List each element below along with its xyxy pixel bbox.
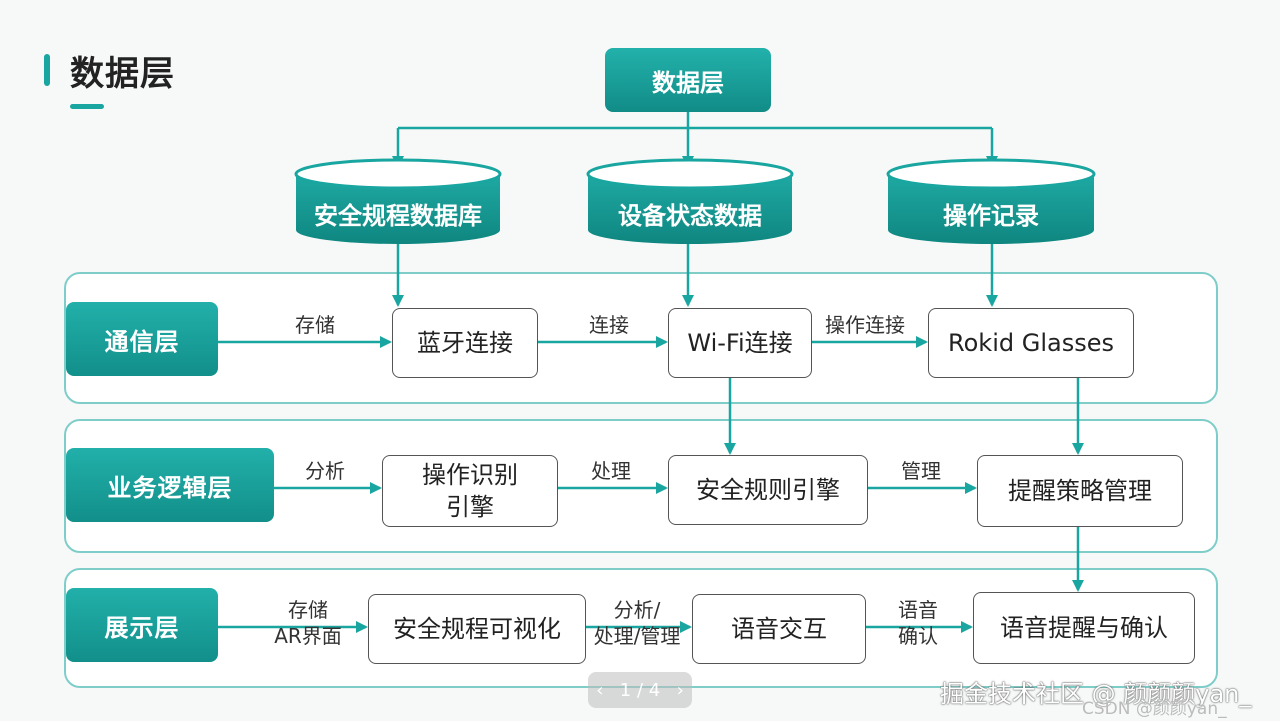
slide-pager: ‹ 1 / 4 › [588,672,692,708]
watermark-juejin: 掘金技术社区 @ 颜颜颜yan_ [940,680,1252,708]
edge-label-display-3: 语音 确认 [898,598,938,648]
node-safety-visualization: 安全规程可视化 [368,594,586,664]
pager-prev-icon[interactable]: ‹ [596,679,604,701]
watermark-csdn: CSDN @颜颜yan_ [1082,699,1227,719]
node-voice-interaction: 语音交互 [692,594,866,664]
page-title: 数据层 [70,54,175,94]
node-voice-reminder-confirm: 语音提醒与确认 [973,592,1195,664]
db-cylinder-1 [294,158,502,244]
pager-counter: 1 / 4 [619,679,661,701]
top-data-layer-node: 数据层 [605,48,771,112]
layer-label-display: 展示层 [66,588,218,662]
node-safety-rules-engine: 安全规则引擎 [668,455,868,525]
title-underline [70,104,104,109]
node-bluetooth: 蓝牙连接 [392,308,538,378]
edge-label-comm-3: 操作连接 [825,313,905,337]
edge-label-display-2: 分析/ 处理/管理 [593,598,681,648]
node-reminder-strategy: 提醒策略管理 [977,455,1183,527]
edge-label-biz-1: 分析 [305,459,345,483]
db-label-safety-rules: 安全规程数据库 [314,202,482,230]
node-operation-recognition: 操作识别 引擎 [382,455,558,527]
edge-label-biz-2: 处理 [591,459,631,483]
layer-label-biz: 业务逻辑层 [66,448,274,522]
db-cylinder-2 [586,158,794,244]
edge-label-comm-1: 存储 [295,313,335,337]
db-cylinder-3 [886,158,1096,244]
edge-label-biz-3: 管理 [901,459,941,483]
pager-next-icon[interactable]: › [676,679,684,701]
db-label-device-status: 设备状态数据 [618,202,762,230]
db-label-operation-log: 操作记录 [943,202,1039,230]
edge-label-comm-2: 连接 [589,313,629,337]
layer-label-comm: 通信层 [66,302,218,376]
node-rokid-glasses: Rokid Glasses [928,308,1134,378]
edge-label-display-1: 存储 AR界面 [274,598,342,648]
title-accent-bar [44,54,50,86]
node-wifi: Wi-Fi连接 [668,308,812,378]
